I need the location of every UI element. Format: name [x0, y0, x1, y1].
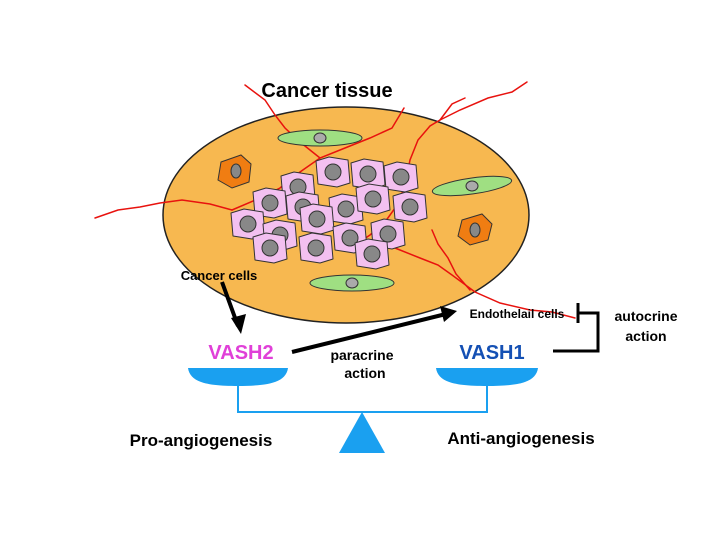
autocrine-label-line1: autocrine: [614, 308, 677, 324]
pro-angiogenesis-label: Pro-angiogenesis: [130, 431, 273, 450]
cancer-cell-nucleus: [364, 190, 382, 208]
vessel-right-branch: [431, 229, 471, 291]
nucleus: [465, 180, 479, 192]
vash2-to-endothelial-arrow: [291, 312, 447, 354]
right-pan: [436, 368, 538, 386]
cancer-cells-label: Cancer cells: [181, 268, 258, 283]
cancer-cell-nucleus: [239, 215, 257, 233]
cancer-cell-nucleus: [261, 239, 279, 257]
scale-beam: [237, 386, 488, 413]
vash1-label: VASH1: [459, 342, 524, 364]
orange-cells: [217, 154, 493, 246]
vessel-left: [94, 199, 233, 219]
cancer-cell-nucleus: [363, 245, 381, 263]
vessel-right-lower: [394, 247, 576, 319]
left-pan: [188, 368, 288, 386]
cancer-cell-nucleus: [308, 210, 326, 228]
scale-fulcrum: [339, 412, 385, 453]
nucleus: [230, 163, 242, 179]
autocrine-inhibition-line: [553, 311, 600, 353]
autocrine-label-line2: action: [625, 328, 666, 344]
arrows: [220, 281, 600, 354]
cancer-cell-nucleus: [392, 168, 410, 186]
cancer-cell-nucleus: [261, 194, 279, 212]
diagram-title: Cancer tissue: [261, 80, 392, 102]
nucleus: [313, 132, 327, 144]
anti-angiogenesis-label: Anti-angiogenesis: [447, 429, 594, 448]
cancer-cell-nucleus: [341, 229, 359, 247]
paracrine-label-line2: action: [344, 365, 385, 381]
balance-scale: [188, 368, 538, 453]
nucleus: [469, 222, 481, 238]
vessel-top-branch: [439, 97, 466, 121]
paracrine-label-line1: paracrine: [330, 347, 393, 363]
cancer-cell-nucleus: [307, 239, 325, 257]
cancer-cell-nucleus: [401, 198, 419, 216]
cancer-cell-cluster: [230, 156, 428, 270]
cancer-cell-nucleus: [359, 165, 377, 183]
cancer-cell-nucleus: [337, 200, 355, 218]
arrowhead: [231, 314, 246, 334]
cancer-cell-nucleus: [324, 163, 342, 181]
arrowhead: [440, 306, 457, 322]
endothelial-cells: [277, 129, 513, 292]
nucleus: [345, 277, 359, 289]
cancer-cell-nucleus: [379, 225, 397, 243]
vash2-label: VASH2: [208, 342, 273, 364]
endothelial-cells-label: Endothelail cells: [470, 307, 565, 321]
